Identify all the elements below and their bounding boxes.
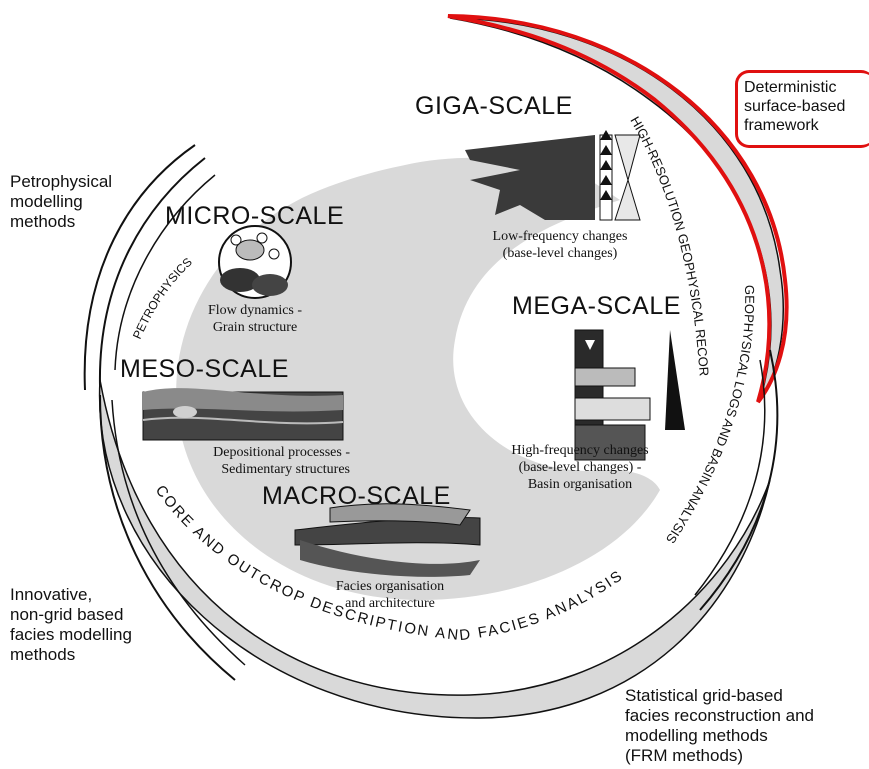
meso-scale-illustration [142, 388, 344, 441]
macro-scale-illustration [294, 503, 481, 577]
mega-caption-line-2: (base-level changes) - [518, 460, 642, 475]
petrophysical-methods-label: Petrophysical modelling methods [10, 172, 112, 232]
macro-scale-title: MACRO-SCALE [262, 482, 451, 510]
meso-caption-line-2: Sedimentary structures [221, 462, 350, 477]
meso-caption: Depositional processes - Sedimentary str… [150, 444, 350, 478]
spiral-band [176, 157, 660, 600]
meso-caption-line-1: Depositional processes - [213, 445, 350, 460]
mega-scale-illustration [574, 329, 685, 461]
giga-scale-illustration [465, 130, 641, 221]
innovative-arc-2 [111, 399, 246, 666]
logs-arc-1 [699, 349, 779, 611]
micro-caption-line-1: Flow dynamics - [207, 303, 303, 318]
giga-caption-line-1: Low-frequency changes [492, 229, 628, 244]
petrophysical-arc-3 [114, 174, 216, 371]
innovative-line-3: facies modelling [10, 625, 132, 644]
mega-caption: High-frequency changes (base-level chang… [500, 442, 660, 493]
deterministic-line-1: Deterministic [744, 79, 837, 96]
micro-scale-illustration [218, 225, 292, 299]
macro-caption: Facies organisation and architecture [310, 578, 470, 612]
innovative-line-4: methods [10, 645, 76, 664]
deterministic-line-2: surface-based [744, 98, 846, 115]
deterministic-label-box [735, 70, 869, 148]
innovative-arc-1 [99, 394, 236, 681]
macro-caption-line-1: Facies organisation [335, 579, 445, 594]
innovative-methods-label: Innovative, non-grid based facies modell… [10, 585, 132, 665]
micro-caption-line-2: Grain structure [212, 320, 298, 335]
petrophysical-arc-1 [83, 144, 196, 391]
giga-caption-line-2: (base-level changes) [502, 246, 618, 261]
micro-caption: Flow dynamics - Grain structure [185, 302, 325, 336]
logs-arc-2 [694, 359, 766, 596]
petrophysical-line-1: Petrophysical [10, 172, 113, 191]
giga-caption: Low-frequency changes (base-level change… [470, 228, 650, 262]
statistical-line-4: (FRM methods) [625, 746, 744, 765]
petrophysical-arc-2 [98, 157, 206, 386]
deterministic-line-3: framework [744, 117, 819, 134]
statistical-line-1: Statistical grid-based [625, 686, 783, 705]
petrophysical-line-3: methods [10, 212, 76, 231]
petrophysical-line-2: modelling [10, 192, 83, 211]
statistical-line-2: facies reconstruction and [625, 706, 814, 725]
statistical-line-3: modelling methods [625, 726, 768, 745]
mega-caption-line-1: High-frequency changes [511, 443, 649, 458]
deterministic-framework-label: Deterministic surface-based framework [744, 78, 845, 135]
giga-scale-title: GIGA-SCALE [415, 92, 573, 120]
statistical-frm-label: Statistical grid-based facies reconstruc… [625, 686, 814, 766]
micro-scale-title: MICRO-SCALE [165, 202, 345, 230]
deterministic-crescent-highlight [447, 14, 789, 404]
macro-caption-line-2: and architecture [345, 596, 435, 611]
meso-scale-title: MESO-SCALE [120, 355, 289, 383]
innovative-line-2: non-grid based [10, 605, 124, 624]
innovative-line-1: Innovative, [10, 585, 93, 604]
mega-caption-line-3: Basin organisation [527, 477, 633, 492]
mega-scale-title: MEGA-SCALE [512, 292, 681, 320]
